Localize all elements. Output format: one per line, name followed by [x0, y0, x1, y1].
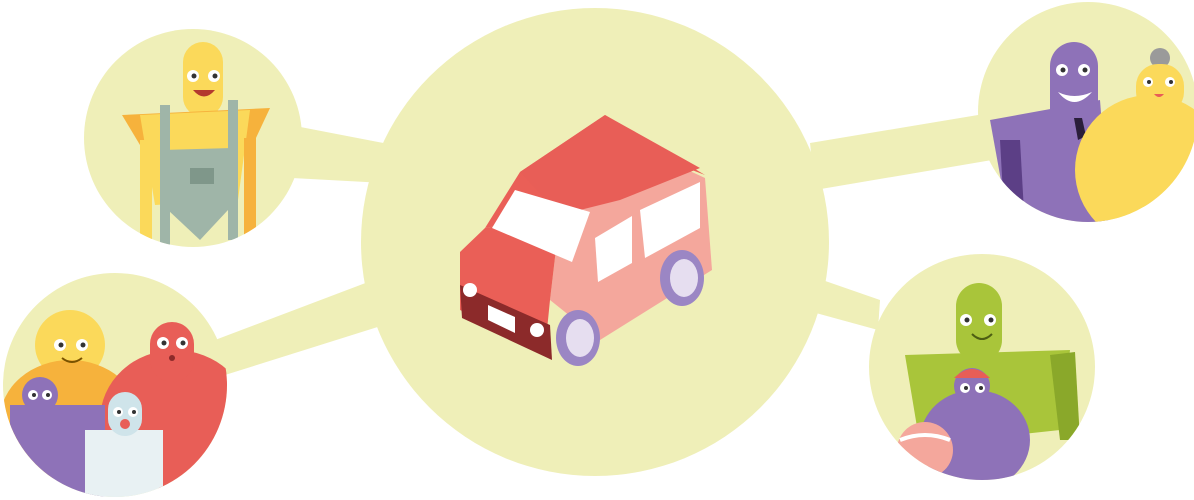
beach-ball-icon — [897, 422, 953, 478]
headlight-right — [530, 323, 544, 337]
headlight-left — [463, 283, 477, 297]
connector-elderly — [810, 113, 992, 190]
